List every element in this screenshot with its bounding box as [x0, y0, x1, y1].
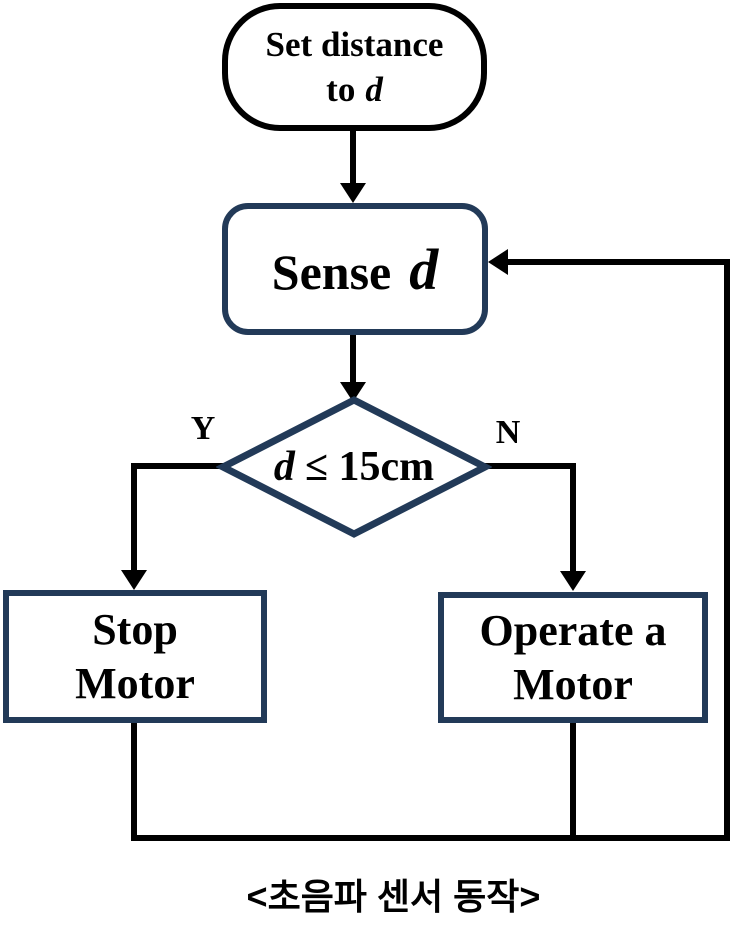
operate-label-line2: Motor — [513, 659, 633, 709]
start-label-line2: to d — [326, 67, 383, 113]
arrow-left-icon — [488, 249, 508, 275]
arrow-down-icon — [340, 183, 366, 203]
sense-process-node: Sense d — [222, 203, 488, 335]
start-terminator-node: Set distance to d — [222, 3, 487, 131]
sense-label-text: Sense — [271, 243, 392, 300]
branch-yes-label: Y — [190, 410, 216, 447]
edge-feedback-right-line — [724, 259, 730, 841]
operate-label-line1: Operate a — [479, 605, 667, 655]
start-label-prefix: to — [326, 70, 356, 109]
branch-no-label: N — [495, 414, 521, 451]
arrow-down-icon — [121, 570, 147, 590]
diagram-caption: <초음파 센서 동작> — [246, 876, 541, 917]
stop-label-line1: Stop — [92, 604, 178, 654]
decision-diamond-shape — [216, 396, 492, 538]
edge-no-vertical-line — [570, 463, 576, 571]
edge-start-to-sense-line — [350, 130, 356, 183]
arrow-down-icon — [340, 382, 366, 402]
stop-motor-node: Stop Motor — [3, 590, 267, 723]
edge-bottom-return-line — [131, 835, 730, 841]
sense-variable: d — [409, 236, 439, 302]
arrow-down-icon — [560, 571, 586, 591]
edge-yes-vertical-line — [131, 463, 137, 571]
start-label-line1: Set distance — [265, 24, 444, 64]
edge-feedback-to-sense-line — [508, 259, 730, 265]
operate-motor-node: Operate a Motor — [438, 592, 708, 723]
sense-label: Sense d — [272, 236, 438, 303]
edge-yes-horizontal-line — [131, 463, 226, 469]
edge-sense-to-decision-line — [350, 335, 356, 382]
edge-stop-drop-line — [131, 723, 137, 841]
edge-no-horizontal-line — [482, 463, 576, 469]
edge-operate-drop-line — [570, 723, 576, 841]
start-variable: d — [365, 70, 383, 109]
stop-label-line2: Motor — [75, 658, 195, 708]
